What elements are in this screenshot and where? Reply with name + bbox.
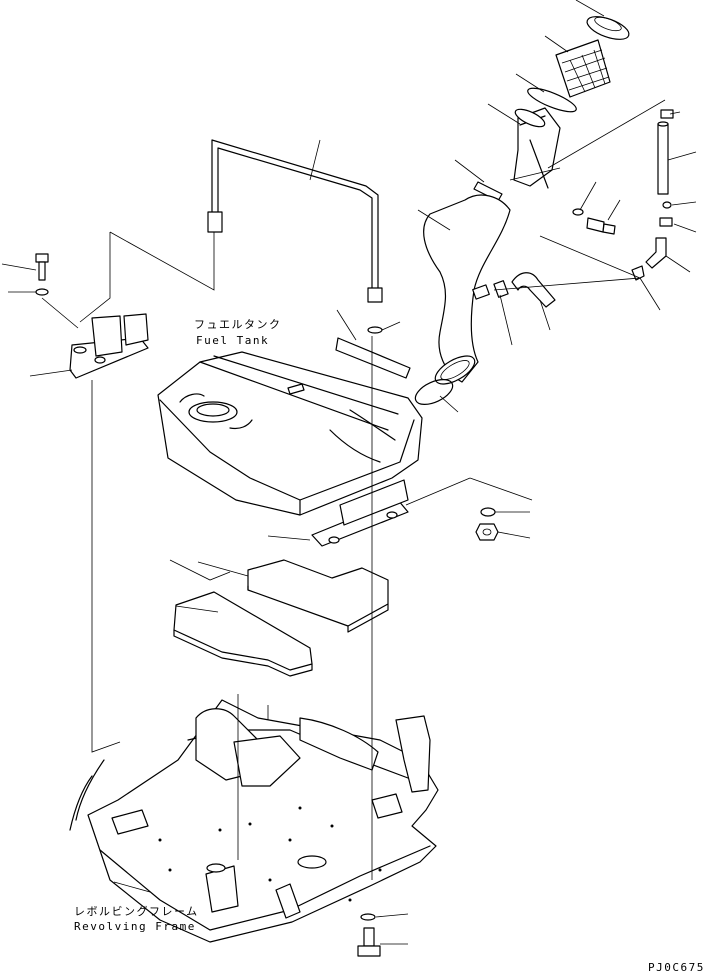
breather-hose <box>511 272 556 308</box>
floor-plate-lower <box>173 591 313 677</box>
bolt <box>357 927 381 957</box>
hose-clip <box>472 280 509 300</box>
washer <box>360 913 376 921</box>
gasket-ring <box>527 87 577 113</box>
rubber-pad <box>335 337 411 379</box>
strap-washer <box>367 326 383 334</box>
leader-lines <box>1 0 697 945</box>
strainer <box>555 39 611 98</box>
tank-bracket <box>69 313 149 379</box>
washer <box>35 288 49 296</box>
breather-pipe <box>657 121 669 195</box>
bolt <box>35 253 49 281</box>
elbow-tube <box>645 237 667 269</box>
washer <box>480 507 496 517</box>
tank-strap <box>207 139 383 303</box>
revolving-frame-label-jp: レボルビングフレーム <box>74 905 199 918</box>
fuel-tank <box>157 351 423 516</box>
tank-support-bracket <box>311 479 409 547</box>
small-washer <box>662 201 672 209</box>
revolving-frame <box>69 699 439 943</box>
fuel-tank-label-en: Fuel Tank <box>196 334 270 347</box>
floor-plate-upper <box>247 559 389 633</box>
clip <box>659 109 674 227</box>
connector <box>631 265 645 281</box>
drawing-code: PJ0C675 <box>648 961 705 974</box>
revolving-frame-label-en: Revolving Frame <box>74 920 196 933</box>
hose-clamp <box>414 379 454 405</box>
filler-hose <box>423 194 511 385</box>
washer <box>572 208 584 216</box>
bolt <box>586 217 616 235</box>
filler-neck <box>513 107 561 189</box>
fuel-tank-label-jp: フュエルタンク <box>194 318 282 331</box>
nut <box>475 523 499 541</box>
filler-cap <box>586 16 630 40</box>
